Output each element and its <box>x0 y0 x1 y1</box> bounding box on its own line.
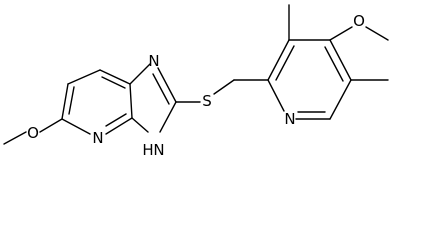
atom-o-right: O <box>353 12 365 30</box>
bond-methyl-o-left <box>3 131 27 145</box>
atom-nh-n: N <box>153 141 164 159</box>
atom-n-imidazole-top: N <box>148 52 159 70</box>
bond-c7a-c3a <box>129 83 133 119</box>
bond-c4p-c5p <box>329 39 352 81</box>
bond-c4p-c5p-double <box>324 46 344 82</box>
bond-c5-c6 <box>61 83 69 120</box>
bond-o-left-c5 <box>39 118 63 133</box>
atom-n-pyridine-fused: N <box>92 129 103 147</box>
bond-c5-c6-double <box>68 86 75 115</box>
bond-c3a-n4-double <box>105 113 127 127</box>
atom-labels: O N N H N S N O <box>27 12 365 159</box>
atom-nh-h: H <box>142 141 153 159</box>
bond-c4p-o-right <box>329 26 353 41</box>
bond-c7-c7a-double <box>101 76 126 89</box>
bond-n1-c2 <box>157 67 177 103</box>
bond-s-ch2 <box>213 79 235 95</box>
atom-n-pyridine-sub: N <box>284 110 295 128</box>
atom-o-left: O <box>27 124 39 142</box>
bond-n3-c3a <box>131 117 149 133</box>
bond-c7-c7a <box>99 69 131 85</box>
bond-c2-n3 <box>159 101 177 133</box>
bond-c3a-n4 <box>105 117 133 135</box>
bond-o-right-methyl <box>365 26 389 41</box>
bond-c6-c7 <box>67 69 101 85</box>
bond-n1-c2-double <box>152 73 170 105</box>
bond-c2p-c3p <box>267 39 290 81</box>
bond-c7a-n1 <box>129 63 151 85</box>
molecule-structure: O N N H N S N O <box>3 4 389 159</box>
bond-c2p-c3p-double <box>275 45 295 81</box>
bonds <box>3 4 389 145</box>
bond-n1p-c2p <box>267 79 285 112</box>
bond-n4-c5 <box>61 118 91 135</box>
bond-c5p-c6p <box>329 79 352 120</box>
atom-s: S <box>202 92 212 110</box>
